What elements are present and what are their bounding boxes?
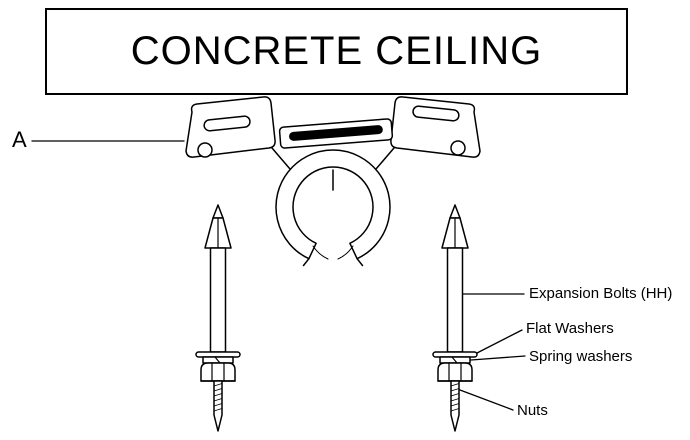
plate-dark-slot (289, 125, 383, 141)
concrete-ceiling-text: CONCRETE CEILING (130, 29, 543, 73)
right-neck-line (375, 147, 395, 170)
left-neck-line (271, 147, 291, 170)
leader-line-spring-washers (470, 355, 526, 361)
callout-spring-washers: Spring washers (529, 348, 633, 365)
leader-line-flat-washers (476, 329, 523, 354)
leader-line-nuts (459, 389, 514, 411)
callout-expansion-bolts: Expansion Bolts (HH) (529, 285, 673, 302)
bracket-right-wing (390, 96, 481, 158)
expansion-bolt-right (432, 204, 478, 432)
part-label-a: A (12, 127, 27, 152)
left-wing-hole (197, 142, 213, 158)
pipe-clamp (275, 149, 391, 267)
bracket-top-plate (278, 118, 394, 149)
right-wing-slot (412, 105, 460, 122)
right-wing-hole (450, 140, 466, 156)
mounting-bracket (185, 96, 481, 267)
expansion-bolt-left (195, 204, 241, 432)
callout-flat-washers: Flat Washers (526, 320, 614, 337)
left-wing-slot (203, 115, 251, 132)
concrete-ceiling-block: CONCRETE CEILING (45, 8, 628, 95)
callout-nuts: Nuts (517, 402, 548, 419)
